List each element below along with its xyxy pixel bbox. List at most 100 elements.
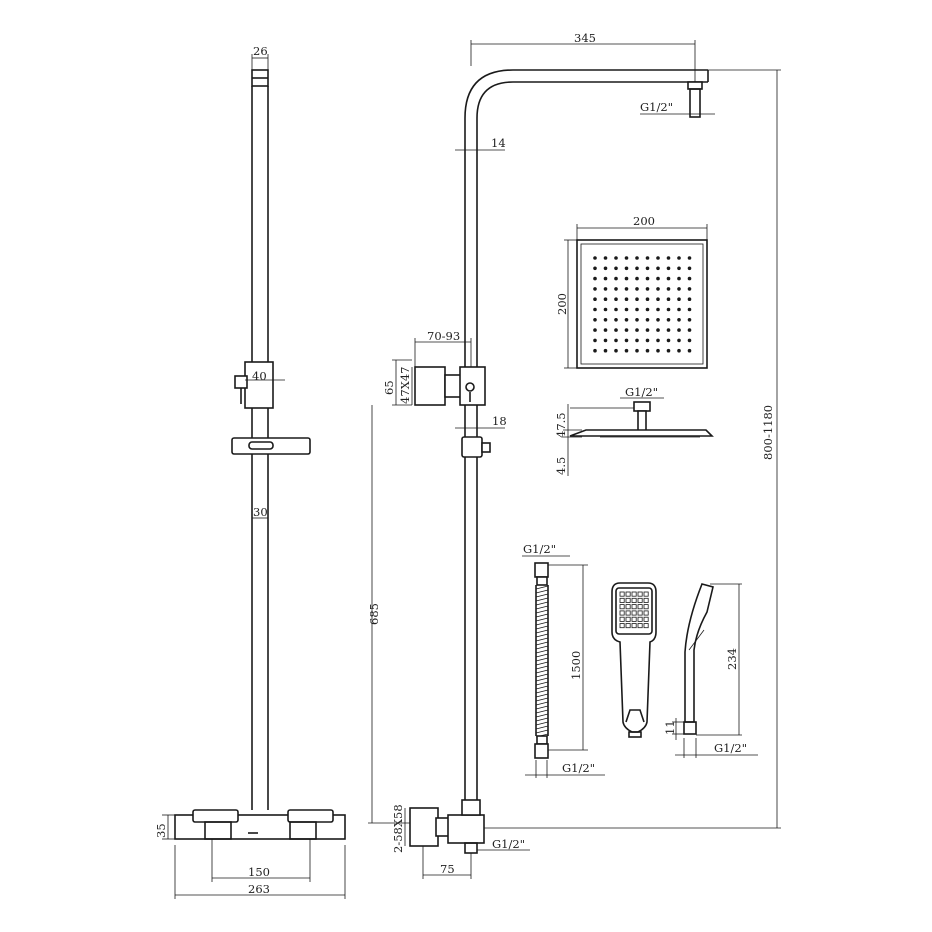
hose-coil: [535, 689, 549, 694]
handset-nozzle: [631, 610, 637, 616]
shower-head-side-view: G1/2" 47.5 4.5: [554, 385, 714, 476]
label-rail-diameter: 30: [253, 505, 268, 519]
handset-nozzle: [643, 591, 649, 597]
nozzle-dot: [656, 276, 660, 281]
nozzle-grid: [593, 256, 692, 353]
nozzle-dot: [635, 297, 639, 302]
hose-coil: [535, 665, 549, 670]
hose-coil: [535, 685, 549, 690]
shower-hose: G1/2" G1/2" 1500: [522, 542, 605, 778]
nozzle-dot: [645, 307, 650, 312]
nozzle-dot: [687, 256, 692, 260]
hose-coil: [535, 625, 549, 630]
label-head-thickness: 4.5: [554, 457, 568, 475]
front-view: 26 40 30 35 150 263: [154, 44, 346, 899]
hose-coil: [535, 677, 549, 682]
nozzle-dot: [624, 256, 629, 260]
label-handset-thread: G1/2": [714, 741, 747, 755]
nozzle-dot: [677, 266, 681, 271]
nozzle-dot: [624, 348, 629, 353]
nozzle-dot: [666, 287, 671, 291]
nozzle-dot: [624, 297, 629, 302]
handset-nozzle: [619, 623, 625, 629]
handset-nozzle: [625, 591, 631, 597]
handset-nozzle: [625, 604, 631, 610]
nozzle-dot: [677, 297, 681, 302]
handset-nozzle: [625, 597, 631, 603]
nozzle-dot: [603, 318, 608, 322]
label-slider-size: 18: [492, 414, 507, 428]
handset-nozzle: [637, 623, 643, 629]
label-hose-thread-bottom: G1/2": [562, 761, 595, 775]
label-head-height: 47.5: [554, 412, 568, 438]
nozzle-dot: [635, 266, 639, 271]
handset-nozzle: [625, 623, 631, 629]
nozzle-dot: [614, 256, 618, 260]
nozzle-dot: [677, 307, 681, 312]
handset-nozzle: [619, 610, 625, 616]
hose-coil: [535, 725, 549, 730]
nozzle-dot: [687, 266, 692, 271]
hose-coil: [535, 697, 549, 702]
nozzle-dot: [614, 328, 618, 332]
nozzle-dot: [593, 276, 597, 281]
nozzle-dot: [677, 318, 681, 322]
nozzle-dot: [614, 307, 618, 312]
nozzle-dot: [666, 338, 671, 343]
nozzle-dot: [635, 318, 639, 322]
hose-coil: [535, 637, 549, 642]
label-head-width: 200: [633, 214, 655, 228]
nozzle-dot: [624, 328, 629, 332]
nozzle-dot: [593, 348, 597, 353]
nozzle-dot: [645, 328, 650, 332]
hose-coil: [535, 653, 549, 658]
handset-nozzle: [637, 597, 643, 603]
nozzle-dot: [603, 328, 608, 332]
nozzle-dot: [656, 348, 660, 353]
nozzle-dot: [666, 297, 671, 302]
nozzle-dot: [656, 318, 660, 322]
nozzle-dot: [656, 287, 660, 291]
nozzle-dot: [593, 338, 597, 343]
hose-coil: [535, 597, 549, 602]
nozzle-dot: [645, 287, 650, 291]
nozzle-dot: [614, 338, 618, 343]
hose-coil: [535, 669, 549, 674]
hose-coil: [535, 613, 549, 618]
nozzle-dot: [624, 318, 629, 322]
handset-nozzle: [619, 616, 625, 622]
nozzle-dot: [603, 307, 608, 312]
nozzle-dot: [645, 338, 650, 343]
nozzle-dot: [666, 276, 671, 281]
handset-nozzle: [643, 623, 649, 629]
handset-nozzle: [637, 616, 643, 622]
label-handset-length: 234: [725, 648, 739, 670]
nozzle-dot: [687, 276, 692, 281]
label-hose-thread-top: G1/2": [523, 542, 556, 556]
hose-coil: [535, 721, 549, 726]
hose-coil: [535, 593, 549, 598]
nozzle-dot: [635, 307, 639, 312]
label-valve-width: 263: [248, 882, 270, 896]
nozzle-dot: [677, 276, 681, 281]
nozzle-dot: [603, 256, 608, 260]
nozzle-dot: [603, 266, 608, 271]
nozzle-dot: [593, 328, 597, 332]
hose-coil: [535, 585, 549, 590]
handset-nozzle: [631, 591, 637, 597]
nozzle-dot: [656, 338, 660, 343]
hose-coil: [535, 641, 549, 646]
label-head-depth: 200: [555, 293, 569, 315]
hose-coil: [535, 705, 549, 710]
hose-coil: [535, 645, 549, 650]
nozzle-dot: [666, 348, 671, 353]
handset-side-view: 234 11 G1/2": [663, 583, 758, 758]
handset-front-view: [611, 582, 657, 738]
hose-coil: [535, 681, 549, 686]
nozzle-dot: [624, 276, 629, 281]
nozzle-dot: [614, 348, 618, 353]
handset-nozzle: [643, 610, 649, 616]
hose-coil: [535, 701, 549, 706]
nozzle-dot: [656, 328, 660, 332]
